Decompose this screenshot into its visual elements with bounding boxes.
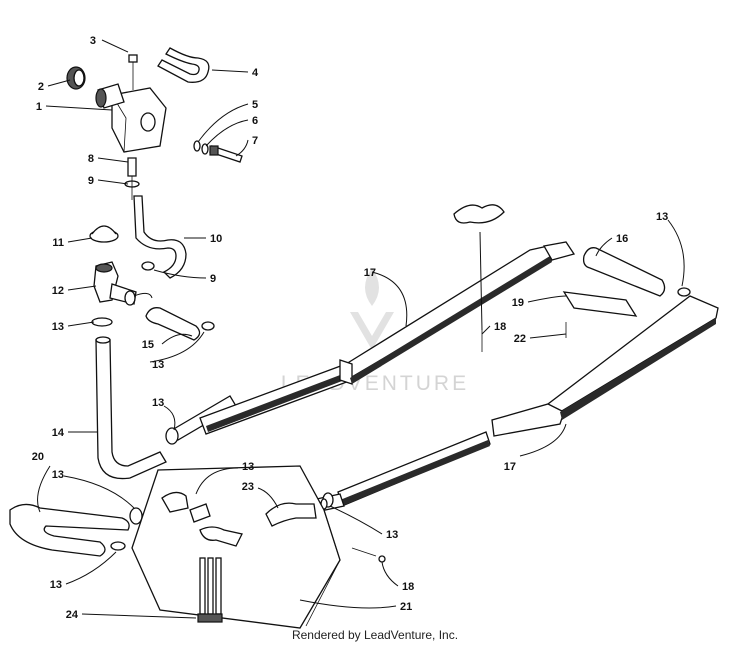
callout-8: 8 (88, 153, 94, 165)
callout-labels: 3 2 1 4 5 6 7 8 9 9 10 11 12 13 13 13 13… (32, 35, 669, 621)
callout-15: 15 (142, 339, 154, 351)
callout-13-a: 13 (52, 321, 64, 333)
callout-19: 19 (512, 297, 524, 309)
leader-lines (37, 39, 685, 619)
callout-18-upper: 18 (494, 321, 506, 333)
callout-23: 23 (242, 481, 254, 493)
callout-14: 14 (52, 427, 65, 439)
callout-3: 3 (90, 35, 96, 47)
callout-22: 22 (514, 333, 526, 345)
callout-13-g: 13 (386, 529, 398, 541)
callout-24: 24 (66, 609, 79, 621)
filler-neck-assembly (66, 47, 243, 480)
callout-9-lower: 9 (210, 273, 216, 285)
callout-1: 1 (36, 101, 42, 113)
callout-2: 2 (38, 81, 44, 93)
callout-9-upper: 9 (88, 175, 94, 187)
callout-13-e: 13 (50, 579, 62, 591)
callout-10: 10 (210, 233, 222, 245)
callout-7: 7 (252, 135, 258, 147)
callout-5: 5 (252, 99, 258, 111)
callout-4: 4 (252, 67, 259, 79)
callout-13-b: 13 (152, 359, 164, 371)
callout-20: 20 (32, 451, 44, 463)
lower-hose-assembly (9, 465, 386, 629)
rendered-by-credit: Rendered by LeadVenture, Inc. (291, 628, 459, 642)
callout-16: 16 (616, 233, 628, 245)
callout-17-upper: 17 (364, 267, 376, 279)
callout-13-h: 13 (656, 211, 668, 223)
callout-13-c: 13 (152, 397, 164, 409)
leadventure-watermark: LEADVENTURE (281, 268, 466, 395)
callout-12: 12 (52, 285, 64, 297)
callout-6: 6 (252, 115, 258, 127)
callout-13-d: 13 (52, 469, 64, 481)
callout-18-lower: 18 (402, 581, 414, 593)
callout-17-lower: 17 (504, 461, 516, 473)
callout-21: 21 (400, 601, 412, 613)
callout-11: 11 (52, 237, 64, 249)
callout-13-f: 13 (242, 461, 254, 473)
heat-exchanger-assembly (165, 204, 719, 513)
